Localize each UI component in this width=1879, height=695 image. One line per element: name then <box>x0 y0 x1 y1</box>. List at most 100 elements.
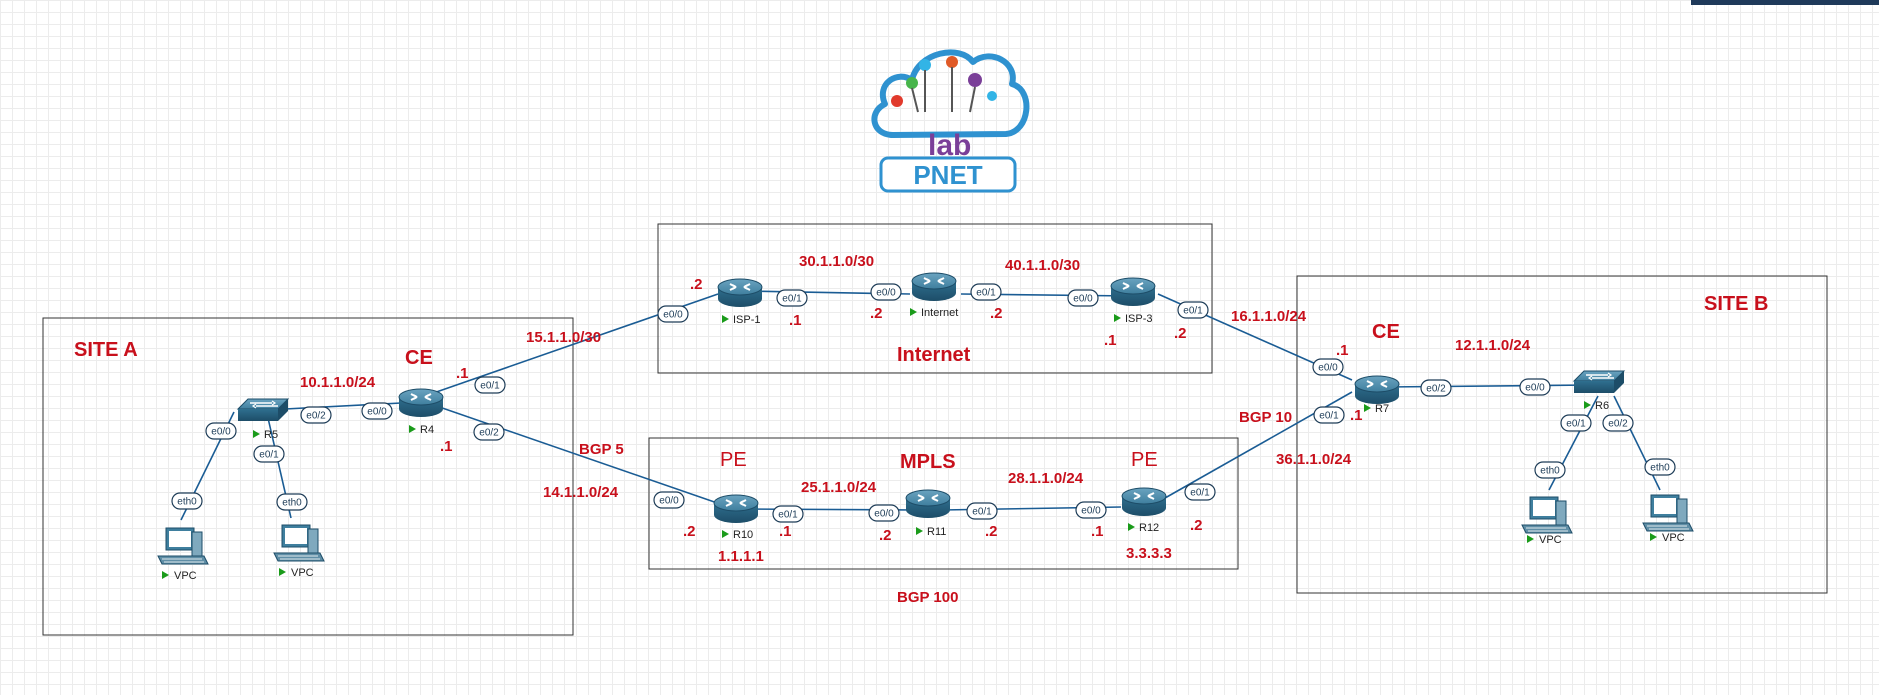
zone-labels: SITE A SITE B Internet MPLS CE CE PE PE … <box>74 293 1768 606</box>
start-icon[interactable] <box>162 571 169 579</box>
octet-isp3-right: .2 <box>1174 325 1187 342</box>
start-icon[interactable] <box>1114 314 1121 322</box>
octet-isp3-left: .1 <box>1104 332 1117 349</box>
site-b-box <box>1296 275 1828 594</box>
interface-pill-vpc3-eth0: eth0 <box>1534 461 1566 479</box>
interface-pill-isp1-e00: e0/0 <box>657 305 689 323</box>
node-label-isp1: ISP-1 <box>733 314 761 326</box>
octet-r4-top: .1 <box>456 365 469 382</box>
site-a-label: SITE A <box>74 339 138 361</box>
node-label-vpc1: VPC <box>174 570 197 582</box>
interface-name: e0/0 <box>659 496 679 507</box>
node-label-r11: R11 <box>927 526 946 538</box>
node-names: ISP-1 Internet ISP-3 R4 R5 R7 R6 R10 R11… <box>162 307 1685 582</box>
router-isp3[interactable] <box>1110 277 1156 307</box>
top-accent-bar <box>1691 0 1879 5</box>
site-b-label: SITE B <box>1704 293 1768 315</box>
link-r6-vpc4[interactable] <box>1613 395 1661 491</box>
interface-pill-r11-e01: e0/1 <box>966 502 998 520</box>
interface-pill-r5-e01: e0/1 <box>253 445 285 463</box>
link-r4-r10[interactable] <box>421 400 727 507</box>
interface-name: eth0 <box>282 498 302 509</box>
start-icon[interactable] <box>1650 533 1657 541</box>
interface-pill-inet-e01: e0/1 <box>970 283 1002 301</box>
router-r11[interactable] <box>905 489 951 519</box>
router-r4[interactable] <box>398 388 444 418</box>
start-icon[interactable] <box>1584 401 1591 409</box>
interface-pill-vpc2-eth0: eth0 <box>276 493 308 511</box>
interface-pill-r11-e00: e0/0 <box>868 504 900 522</box>
interface-pill-r6-e01: e0/1 <box>1560 414 1592 432</box>
logo-pnet-text: PNET <box>913 160 982 190</box>
router-internet[interactable] <box>911 272 957 302</box>
start-icon[interactable] <box>253 430 260 438</box>
pe-left-label: PE <box>720 449 747 471</box>
interface-name: e0/0 <box>874 509 894 520</box>
octet-r10-left: .2 <box>683 523 696 540</box>
start-icon[interactable] <box>1527 535 1534 543</box>
interface-name: e0/0 <box>1081 506 1101 517</box>
node-label-r10: R10 <box>733 529 753 541</box>
node-label-r6: R6 <box>1595 400 1609 412</box>
subnet-28: 28.1.1.0/24 <box>1008 470 1084 487</box>
subnet-40: 40.1.1.0/30 <box>1005 257 1080 274</box>
site-a-box <box>42 317 574 636</box>
interface-name: eth0 <box>177 497 197 508</box>
start-icon[interactable] <box>910 308 917 316</box>
start-icon[interactable] <box>409 425 416 433</box>
start-icon[interactable] <box>1128 523 1135 531</box>
node-label-r12: R12 <box>1139 522 1159 534</box>
vpc-4[interactable] <box>1642 494 1694 532</box>
interface-name: e0/1 <box>1566 419 1586 430</box>
node-label-isp3: ISP-3 <box>1125 313 1153 325</box>
interface-name: e0/1 <box>782 294 802 305</box>
subnet-25: 25.1.1.0/24 <box>801 479 877 496</box>
interface-pill-r7-e00: e0/0 <box>1312 358 1344 376</box>
node-label-r5: R5 <box>264 429 278 441</box>
interface-name: e0/0 <box>1073 294 1093 305</box>
router-isp1[interactable] <box>717 278 763 308</box>
switch-r6[interactable] <box>1573 370 1625 394</box>
router-r7[interactable] <box>1354 375 1400 405</box>
vpc-3[interactable] <box>1521 496 1573 534</box>
start-icon[interactable] <box>722 315 729 323</box>
subnet-10: 10.1.1.0/24 <box>300 374 376 391</box>
router-r10[interactable] <box>713 494 759 524</box>
switch-r5[interactable] <box>237 398 289 422</box>
host-octet-labels: .2 .1 .2 .2 .1 .2 .1 .1 .1 .1 .2 .1 .2 .… <box>440 276 1363 544</box>
interface-pill-isp1-e01: e0/1 <box>776 289 808 307</box>
node-label-vpc4: VPC <box>1662 532 1685 544</box>
router-r12[interactable] <box>1121 487 1167 517</box>
mpls-box <box>648 437 1239 570</box>
interface-pill-r6-e00: e0/0 <box>1519 378 1551 396</box>
interface-pill-r12-e01: e0/1 <box>1184 483 1216 501</box>
interface-pill-r6-e02: e0/2 <box>1602 414 1634 432</box>
start-icon[interactable] <box>279 568 286 576</box>
loopback-r12: 3.3.3.3 <box>1126 545 1172 562</box>
interface-name: e0/1 <box>1183 306 1203 317</box>
link-r7-r6[interactable] <box>1383 384 1593 388</box>
subnet-16: 16.1.1.0/24 <box>1231 308 1307 325</box>
vpc-1[interactable] <box>157 527 209 565</box>
interface-name: e0/1 <box>1319 411 1339 422</box>
interface-name: e0/0 <box>876 288 896 299</box>
interface-pill-r7-e02: e0/2 <box>1420 379 1452 397</box>
interface-pill-inet-e00: e0/0 <box>870 283 902 301</box>
octet-inet-right: .2 <box>990 305 1003 322</box>
interface-pill-r7-e01: e0/1 <box>1313 406 1345 424</box>
node-label-internet: Internet <box>921 307 958 319</box>
interface-name: e0/1 <box>778 510 798 521</box>
start-icon[interactable] <box>1364 404 1371 412</box>
vpc-2[interactable] <box>273 524 325 562</box>
start-icon[interactable] <box>722 530 729 538</box>
interface-pill-r4-e00: e0/0 <box>361 402 393 420</box>
octet-r4-bottom: .1 <box>440 438 453 455</box>
start-icon[interactable] <box>916 527 923 535</box>
interface-name: e0/1 <box>976 288 996 299</box>
octet-isp1-left: .2 <box>690 276 703 293</box>
interface-pill-r12-e00: e0/0 <box>1075 501 1107 519</box>
interface-name: e0/2 <box>479 428 499 439</box>
node-label-vpc3: VPC <box>1539 534 1562 546</box>
interface-pill-r4-e01: e0/1 <box>474 376 506 394</box>
interface-pill-isp3-e01: e0/1 <box>1177 301 1209 319</box>
